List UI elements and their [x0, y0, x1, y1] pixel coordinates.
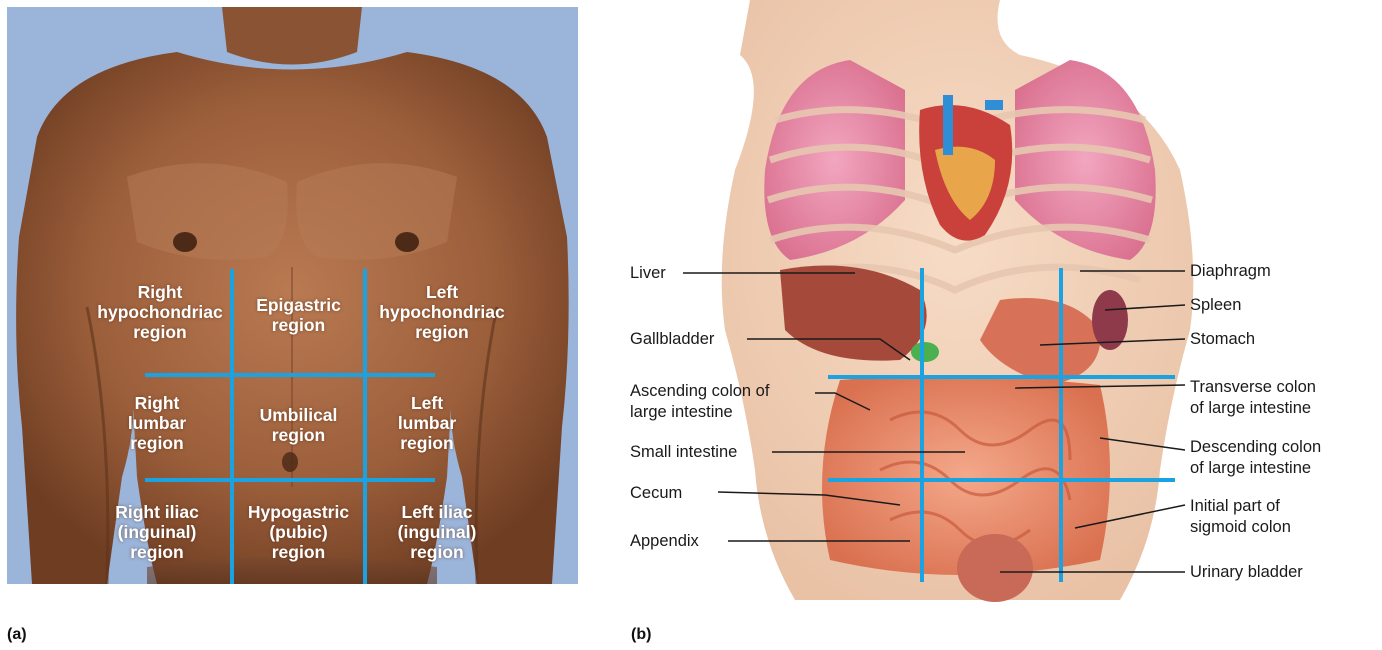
label-spleen: Spleen [1190, 295, 1241, 316]
panel-a-letter: (a) [7, 626, 27, 644]
panel-b-letter: (b) [631, 626, 651, 644]
region-right-hypochondriac: Right hypochondriac region [90, 282, 230, 342]
region-hypogastric: Hypogastric (pubic) region [232, 502, 365, 562]
label-transverse-colon: Transverse colon of large intestine [1190, 377, 1316, 419]
anatomy-illustration [600, 0, 1382, 650]
region-right-lumbar: Right lumbar region [97, 393, 217, 453]
label-small-intestine: Small intestine [630, 442, 737, 463]
label-stomach: Stomach [1190, 329, 1255, 350]
region-left-iliac: Left iliac (inguinal) region [377, 502, 497, 562]
region-umbilical: Umbilical region [232, 405, 365, 445]
label-ascending-colon: Ascending colon of large intestine [630, 381, 769, 423]
region-right-iliac: Right iliac (inguinal) region [97, 502, 217, 562]
label-liver: Liver [630, 263, 666, 284]
organ-illustration-panel: Liver Gallbladder Ascending colon of lar… [600, 0, 1382, 650]
region-left-hypochondriac: Left hypochondriac region [367, 282, 517, 342]
region-left-lumbar: Left lumbar region [367, 393, 487, 453]
label-cecum: Cecum [630, 483, 682, 504]
label-diaphragm: Diaphragm [1190, 261, 1271, 282]
label-urinary-bladder: Urinary bladder [1190, 562, 1303, 583]
region-epigastric: Epigastric region [232, 295, 365, 335]
torso-photo-panel: Right hypochondriac region Epigastric re… [7, 7, 578, 584]
label-gallbladder: Gallbladder [630, 329, 714, 350]
label-descending-colon: Descending colon of large intestine [1190, 437, 1321, 479]
label-appendix: Appendix [630, 531, 699, 552]
label-sigmoid-colon: Initial part of sigmoid colon [1190, 496, 1291, 538]
